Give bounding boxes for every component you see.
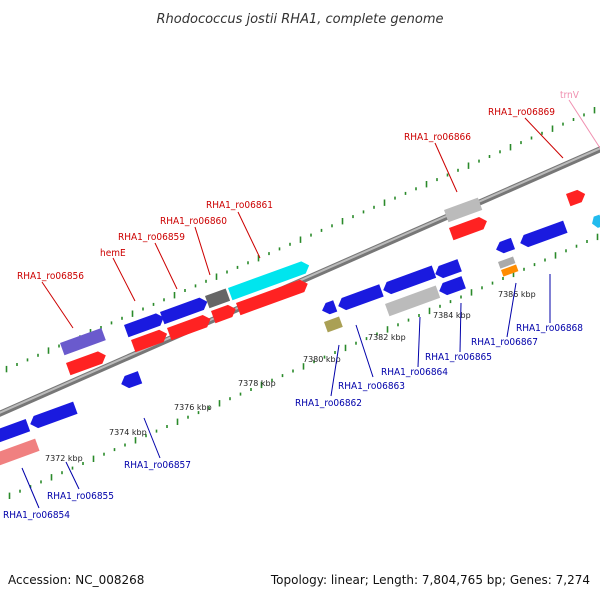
gene-feature[interactable] — [160, 296, 210, 325]
gene-label-ro06860[interactable]: RHA1_ro06860 — [160, 216, 227, 227]
gene-feature[interactable] — [211, 303, 238, 324]
gene-label-ro06867[interactable]: RHA1_ro06867 — [471, 337, 538, 348]
gene-label-ro06861[interactable]: RHA1_ro06861 — [206, 200, 273, 211]
gene-feature[interactable] — [444, 197, 483, 223]
topology-text: Topology: linear; Length: 7,804,765 bp; … — [270, 573, 590, 587]
gene-feature[interactable] — [518, 220, 568, 250]
gene-feature[interactable] — [501, 264, 519, 277]
kbp-label: 7384 kbp — [433, 311, 471, 320]
gene-feature[interactable] — [336, 284, 384, 312]
gene-feature[interactable] — [0, 419, 31, 444]
gene-feature[interactable] — [236, 278, 310, 316]
kbp-label: 7376 kbp — [174, 403, 212, 412]
gene-feature[interactable] — [28, 401, 78, 431]
gene-label-ro06864[interactable]: RHA1_ro06864 — [381, 367, 448, 378]
gene-feature[interactable] — [494, 237, 516, 255]
kbp-label: 7374 kbp — [109, 428, 147, 437]
gene-feature[interactable] — [119, 371, 143, 390]
gene-feature[interactable] — [324, 316, 343, 333]
gene-feature[interactable] — [566, 188, 587, 207]
gene-feature[interactable] — [449, 215, 489, 241]
gene-label-ro06869[interactable]: RHA1_ro06869 — [488, 107, 555, 118]
gene-feature[interactable] — [590, 214, 600, 230]
gene-feature[interactable] — [498, 256, 516, 269]
gene-feature[interactable] — [433, 259, 462, 280]
kbp-label: 7382 kbp — [368, 333, 406, 342]
leader-lines — [21, 99, 600, 509]
gene-label-ro06854[interactable]: RHA1_ro06854 — [3, 510, 70, 521]
gene-label-ro06856[interactable]: RHA1_ro06856 — [17, 271, 84, 282]
gene-feature[interactable] — [0, 438, 40, 468]
gene-label-ro06855[interactable]: RHA1_ro06855 — [47, 491, 114, 502]
scale-labels: 7372 kbp 7374 kbp 7376 kbp 7378 kbp 7380… — [45, 290, 536, 463]
genome-title: Rhodococcus jostii RHA1, complete genome — [157, 12, 444, 27]
gene-feature[interactable] — [131, 328, 169, 353]
gene-feature[interactable] — [437, 276, 466, 297]
gene-label-ro06868[interactable]: RHA1_ro06868 — [516, 323, 583, 334]
gene-feature[interactable] — [60, 327, 106, 356]
forward-gene-labels: RHA1_ro06856 hemE RHA1_ro06859 RHA1_ro06… — [17, 90, 580, 282]
gene-label-heme[interactable]: hemE — [100, 248, 126, 259]
gene-label-ro06862[interactable]: RHA1_ro06862 — [295, 398, 362, 409]
tick-tracks — [5, 107, 599, 499]
gene-label-ro06857[interactable]: RHA1_ro06857 — [124, 460, 191, 471]
kbp-label: 7380 kbp — [303, 355, 341, 364]
kbp-label: 7378 kbp — [238, 379, 276, 388]
gene-feature[interactable] — [320, 300, 338, 316]
accession-text: Accession: NC_008268 — [8, 573, 144, 587]
gene-feature[interactable] — [381, 265, 437, 297]
gene-features — [0, 188, 600, 468]
gene-label-ro06863[interactable]: RHA1_ro06863 — [338, 381, 405, 392]
gene-feature[interactable] — [167, 313, 213, 341]
reverse-gene-labels: RHA1_ro06854 RHA1_ro06855 RHA1_ro06857 R… — [3, 323, 583, 521]
gene-feature[interactable] — [124, 311, 166, 338]
gene-feature[interactable] — [205, 288, 231, 309]
gene-label-ro06865[interactable]: RHA1_ro06865 — [425, 352, 492, 363]
gene-feature[interactable] — [66, 349, 108, 376]
gene-feature[interactable] — [385, 285, 441, 317]
gene-label-ro06866[interactable]: RHA1_ro06866 — [404, 132, 471, 143]
kbp-label: 7372 kbp — [45, 454, 83, 463]
gene-feature[interactable] — [228, 259, 311, 301]
gene-label-ro06859[interactable]: RHA1_ro06859 — [118, 232, 185, 243]
gene-label-trnv[interactable]: trnV — [560, 90, 580, 101]
kbp-label: 7386 kbp — [498, 290, 536, 299]
